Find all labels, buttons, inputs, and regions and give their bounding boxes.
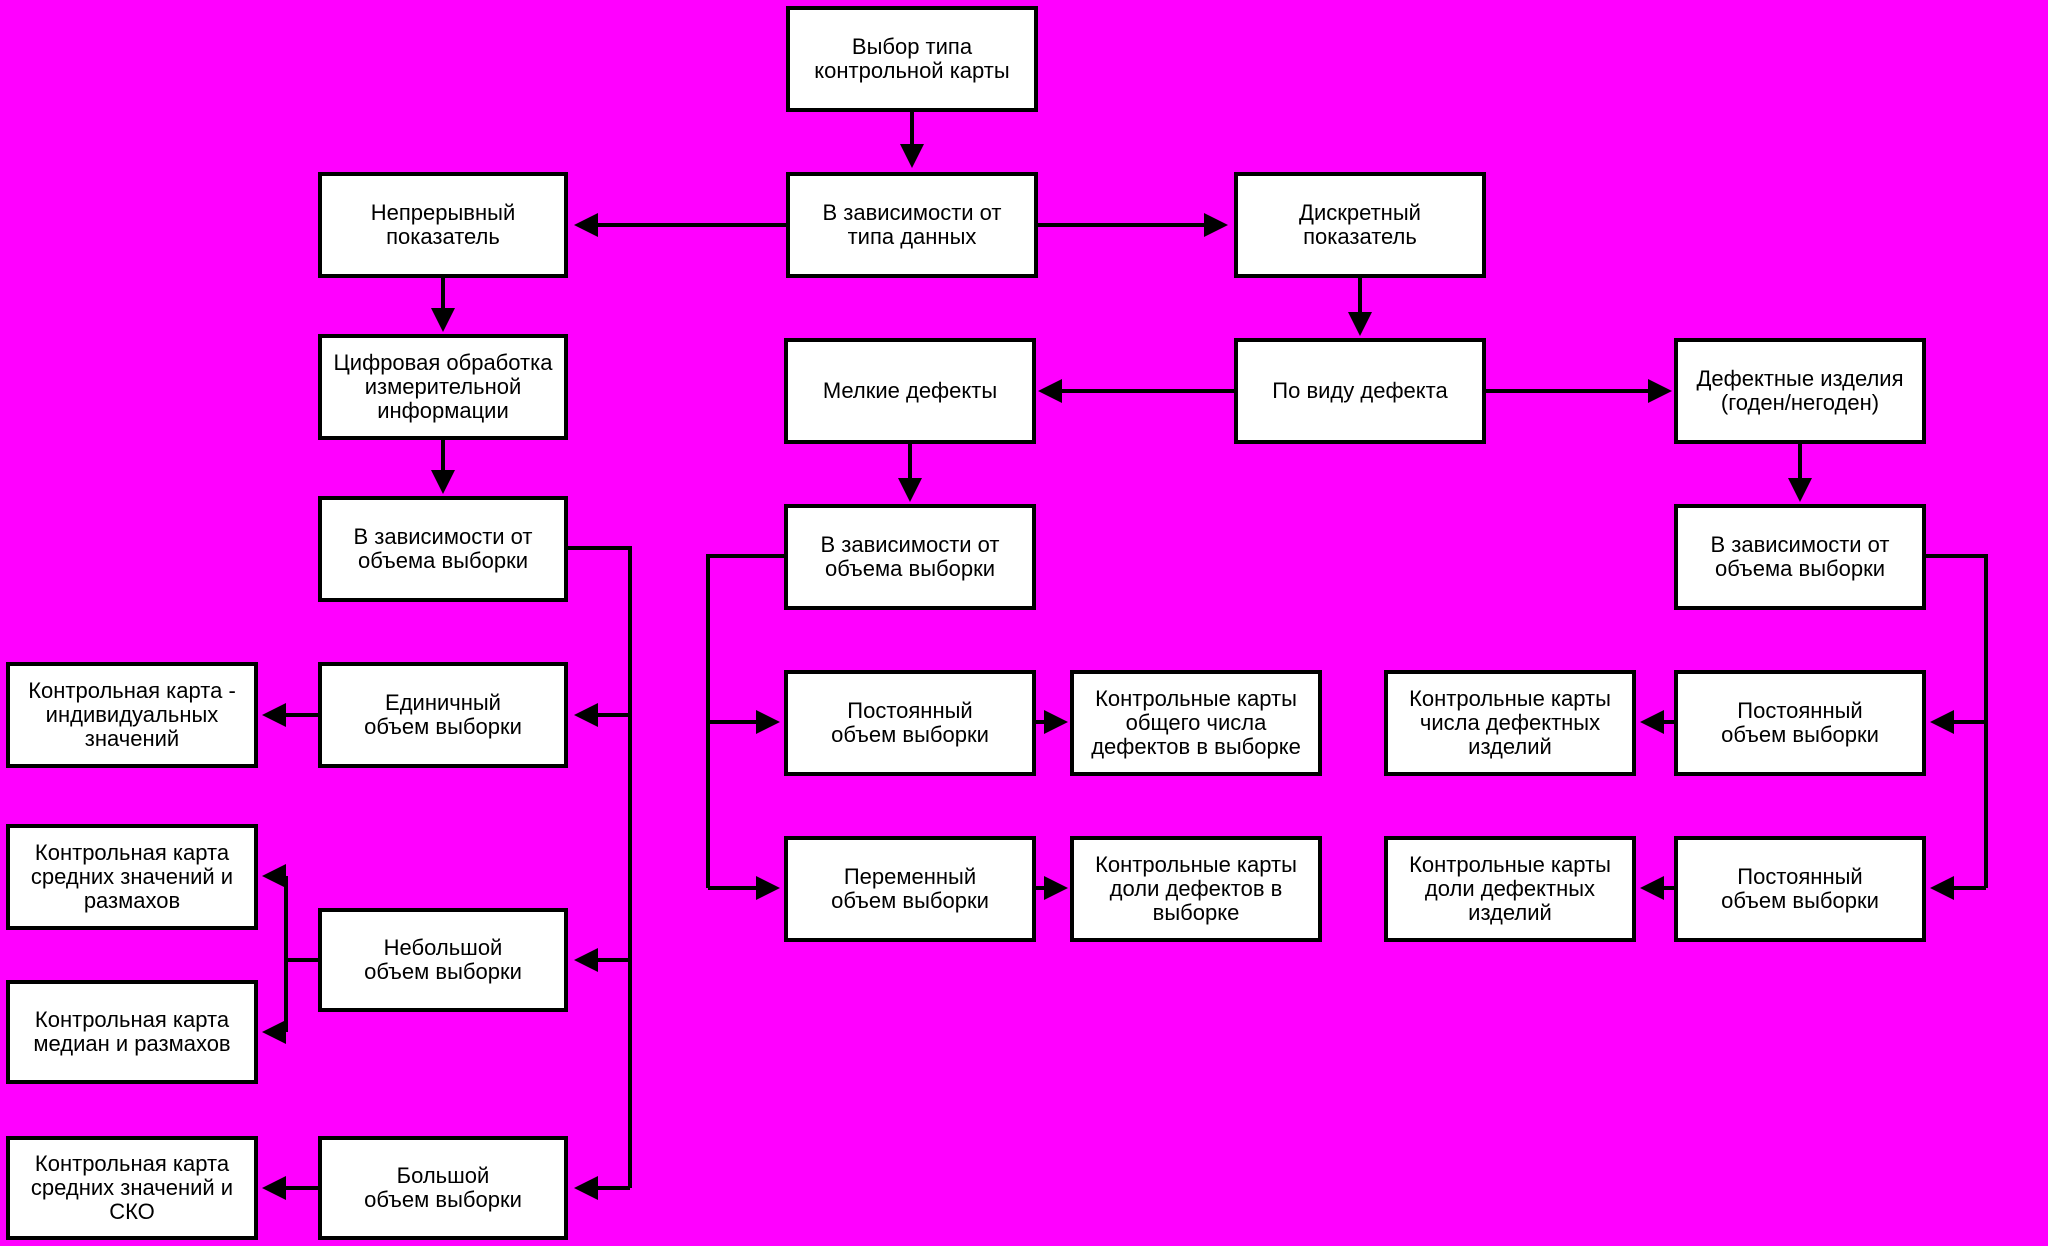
mid-bus: [706, 554, 786, 888]
single-sample-box: Единичный объем выборки: [318, 662, 568, 768]
chart-defective-share-box: Контрольные карты доли дефектных изделий: [1384, 836, 1636, 942]
mid-variable-sample-box: Переменный объем выборки: [784, 836, 1036, 942]
chart-mean-range-label: Контрольная карта средних значений и раз…: [30, 840, 234, 913]
continuous-box: Непрерывный показатель: [318, 172, 568, 278]
defective-items-label: Дефектные изделия (годен/негоден): [1696, 366, 1904, 415]
large-sample-label: Большой объем выборки: [364, 1163, 522, 1212]
chart-mean-sd-label: Контрольная карта средних значений и СКО: [30, 1151, 234, 1224]
minor-defects-label: Мелкие дефекты: [822, 378, 998, 403]
right-by-sample-label: В зависимости от объема выборки: [1710, 532, 1890, 581]
right-constant-sample-1-box: Постоянный объем выборки: [1674, 670, 1926, 776]
defect-kind-label: По виду дефекта: [1272, 378, 1448, 403]
right-constant-sample-1-label: Постоянный объем выборки: [1721, 698, 1879, 747]
chart-mean-range-box: Контрольная карта средних значений и раз…: [6, 824, 258, 930]
minor-defects-box: Мелкие дефекты: [784, 338, 1036, 444]
digital-processing-box: Цифровая обработка измерительной информа…: [318, 334, 568, 440]
discrete-box: Дискретный показатель: [1234, 172, 1486, 278]
small-sample-box: Небольшой объем выборки: [318, 908, 568, 1012]
root-label: Выбор типа контрольной карты: [814, 34, 1010, 83]
discrete-label: Дискретный показатель: [1299, 200, 1421, 249]
right-constant-sample-2-box: Постоянный объем выборки: [1674, 836, 1926, 942]
chart-mean-sd-box: Контрольная карта средних значений и СКО: [6, 1136, 258, 1240]
data-type-label: В зависимости от типа данных: [822, 200, 1002, 249]
digital-processing-label: Цифровая обработка измерительной информа…: [333, 350, 553, 423]
chart-defective-share-label: Контрольные карты доли дефектных изделий: [1409, 852, 1611, 925]
chart-defect-share-box: Контрольные карты доли дефектов в выборк…: [1070, 836, 1322, 942]
chart-median-range-box: Контрольная карта медиан и размахов: [6, 980, 258, 1084]
defect-kind-box: По виду дефекта: [1234, 338, 1486, 444]
chart-total-defects-box: Контрольные карты общего числа дефектов …: [1070, 670, 1322, 776]
chart-defect-share-label: Контрольные карты доли дефектов в выборк…: [1095, 852, 1297, 925]
right-by-sample-box: В зависимости от объема выборки: [1674, 504, 1926, 610]
chart-median-range-label: Контрольная карта медиан и размахов: [33, 1007, 231, 1056]
chart-defective-count-label: Контрольные карты числа дефектных издели…: [1409, 686, 1611, 759]
chart-individual-label: Контрольная карта - индивидуальных значе…: [28, 678, 236, 751]
left-bus: [568, 546, 632, 1188]
mid-constant-sample-box: Постоянный объем выборки: [784, 670, 1036, 776]
chart-defective-count-box: Контрольные карты числа дефектных издели…: [1384, 670, 1636, 776]
right-bus: [1924, 554, 1988, 888]
chart-individual-box: Контрольная карта - индивидуальных значе…: [6, 662, 258, 768]
left-by-sample-label: В зависимости от объема выборки: [353, 524, 533, 573]
left-by-sample-box: В зависимости от объема выборки: [318, 496, 568, 602]
large-sample-box: Большой объем выборки: [318, 1136, 568, 1240]
mid-constant-sample-label: Постоянный объем выборки: [831, 698, 989, 747]
continuous-label: Непрерывный показатель: [370, 200, 516, 249]
mid-by-sample-box: В зависимости от объема выборки: [784, 504, 1036, 610]
data-type-box: В зависимости от типа данных: [786, 172, 1038, 278]
mid-by-sample-label: В зависимости от объема выборки: [820, 532, 1000, 581]
chart-total-defects-label: Контрольные карты общего числа дефектов …: [1091, 686, 1301, 759]
mid-variable-sample-label: Переменный объем выборки: [831, 864, 989, 913]
small-sample-label: Небольшой объем выборки: [364, 935, 522, 984]
root-box: Выбор типа контрольной карты: [786, 6, 1038, 112]
defective-items-box: Дефектные изделия (годен/негоден): [1674, 338, 1926, 444]
right-constant-sample-2-label: Постоянный объем выборки: [1721, 864, 1879, 913]
single-sample-label: Единичный объем выборки: [364, 690, 522, 739]
